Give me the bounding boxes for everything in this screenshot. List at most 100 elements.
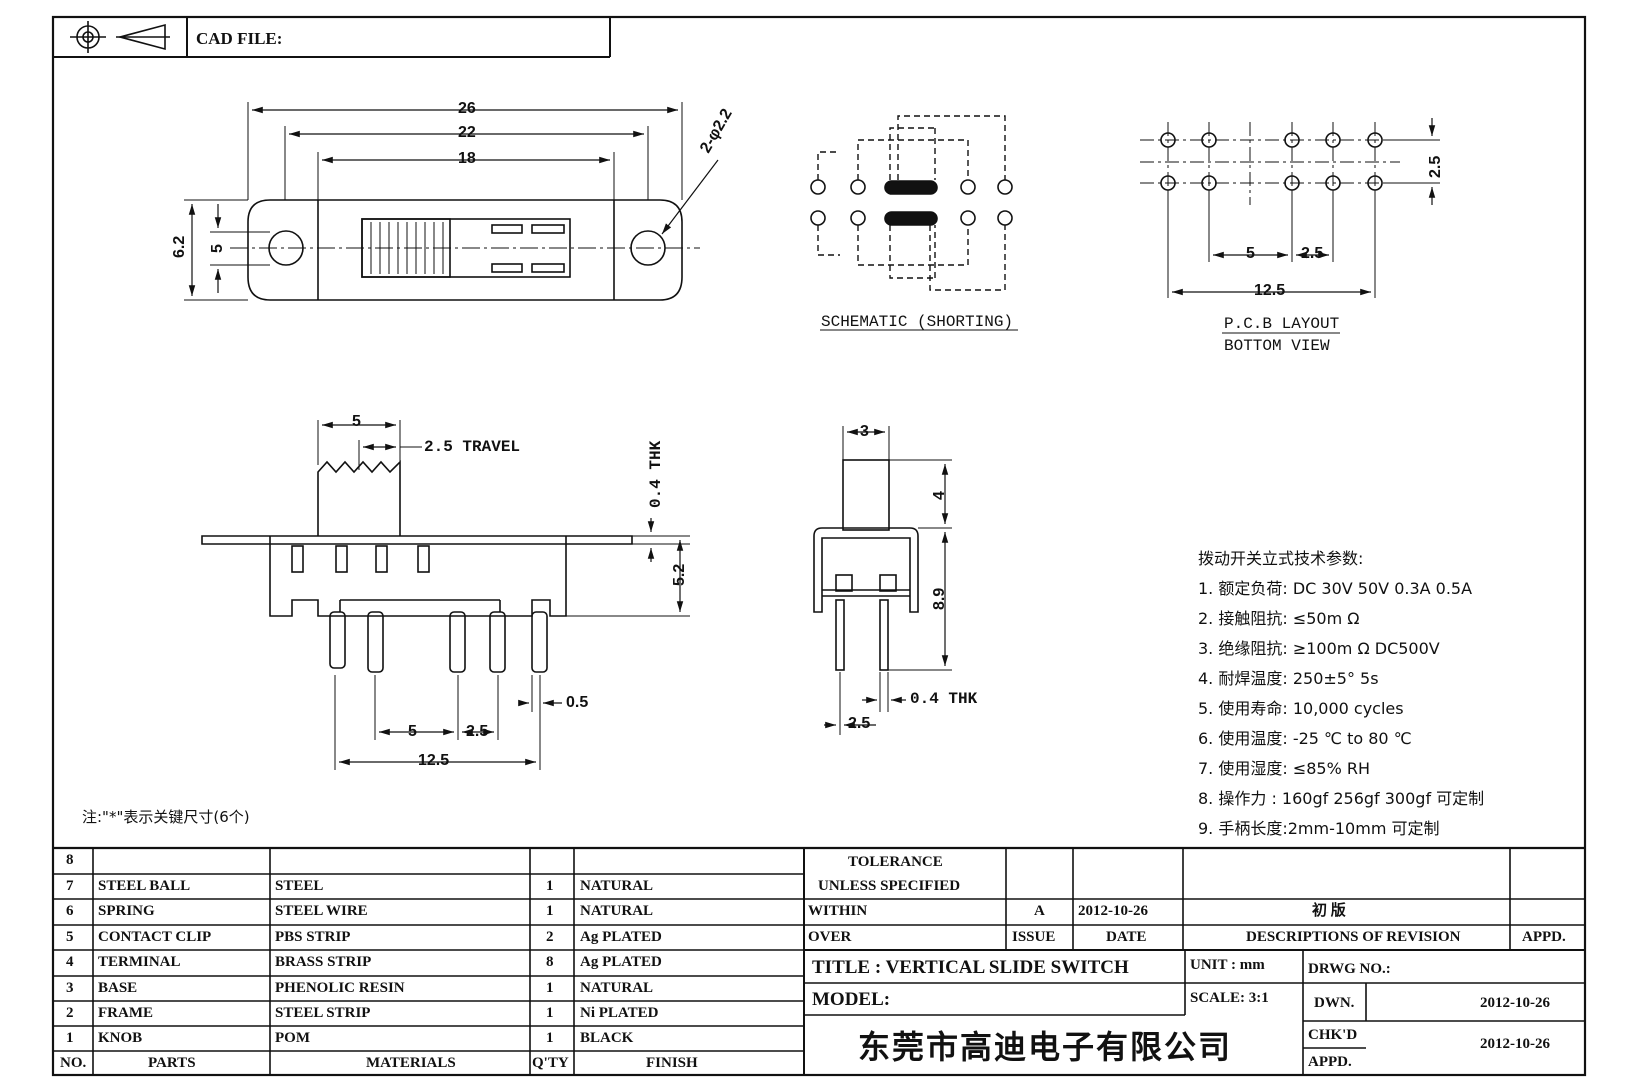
bom-no: 2 bbox=[66, 1005, 74, 1021]
spec-title: 拨动开关立式技术参数: bbox=[1198, 549, 1364, 568]
cad-file-label: CAD FILE: bbox=[196, 29, 283, 48]
travel-label: 2.5 TRAVEL bbox=[424, 438, 521, 456]
spec-item: 7. 使用湿度: ≤85% RH bbox=[1198, 759, 1371, 778]
end-dim-3: 3 bbox=[860, 423, 869, 440]
title-block-grid bbox=[53, 846, 1585, 1075]
side-dim-pin-2-5: 2.5 bbox=[466, 723, 489, 740]
bom-qty: 2 bbox=[546, 929, 554, 945]
end-view bbox=[813, 426, 952, 735]
bom-finish: BLACK bbox=[580, 1030, 634, 1046]
drawing-number-label: DRWG NO.: bbox=[1308, 961, 1391, 977]
bom-material: PBS STRIP bbox=[275, 929, 351, 945]
bom-finish: NATURAL bbox=[580, 980, 654, 996]
bom-finish: Ag PLATED bbox=[580, 929, 662, 945]
bom-qty: 1 bbox=[546, 1030, 554, 1046]
bom-material: PHENOLIC RESIN bbox=[275, 980, 405, 996]
projection-symbol-icon bbox=[70, 21, 170, 53]
dim-22: 22 bbox=[458, 124, 476, 141]
pcb-dim-2-5: 2.5 bbox=[1301, 245, 1324, 262]
side-dim-5: 5 bbox=[352, 413, 361, 430]
spec-item: 9. 手柄长度:2mm-10mm 可定制 bbox=[1198, 819, 1440, 838]
issue-label: ISSUE bbox=[1012, 929, 1056, 945]
end-dim-2-5: 2.5 bbox=[848, 715, 871, 732]
dim-6-2: 6.2 bbox=[171, 235, 188, 258]
end-dim-4: 4 bbox=[931, 491, 948, 500]
drawing-title: TITLE : VERTICAL SLIDE SWITCH bbox=[812, 957, 1129, 978]
pcb-caption-bottom: BOTTOM VIEW bbox=[1224, 337, 1330, 355]
bom-no: 6 bbox=[66, 903, 74, 919]
top-view bbox=[184, 102, 719, 301]
bom-material: POM bbox=[275, 1030, 310, 1046]
bom-qty: 1 bbox=[546, 878, 554, 894]
end-thk-label: 0.4 THK bbox=[910, 690, 978, 708]
bom-material: BRASS STRIP bbox=[275, 954, 372, 970]
dim-18: 18 bbox=[458, 150, 476, 167]
bom-material: STEEL STRIP bbox=[275, 1005, 371, 1021]
bom-no: 4 bbox=[66, 954, 74, 970]
revision-letter: A bbox=[1034, 903, 1045, 919]
pcb-caption-layout: P.C.B LAYOUT bbox=[1224, 315, 1340, 333]
company-name: 东莞市高迪电子有限公司 bbox=[858, 1028, 1233, 1066]
drawn-date: 2012-10-26 bbox=[1480, 995, 1550, 1011]
bom-finish: NATURAL bbox=[580, 903, 654, 919]
bom-material: STEEL bbox=[275, 878, 324, 894]
bom-part: TERMINAL bbox=[98, 954, 181, 970]
revision-description: 初 版 bbox=[1312, 903, 1346, 919]
bom-qty: 8 bbox=[546, 954, 554, 970]
bom-finish: NATURAL bbox=[580, 878, 654, 894]
bom-part: BASE bbox=[98, 980, 138, 996]
bom-finish: Ag PLATED bbox=[580, 954, 662, 970]
dim-26: 26 bbox=[458, 100, 476, 117]
schematic-diagram bbox=[810, 115, 1018, 331]
side-thk-label: 0.4 THK bbox=[647, 440, 665, 508]
spec-item: 3. 绝缘阻抗: ≥100m Ω DC500V bbox=[1198, 639, 1440, 658]
checked-label: CHK'D bbox=[1308, 1027, 1358, 1043]
bom-part: STEEL BALL bbox=[98, 878, 191, 894]
bom-qty: 1 bbox=[546, 903, 554, 919]
bom-qty: 1 bbox=[546, 1005, 554, 1021]
bom-no: 5 bbox=[66, 929, 74, 945]
bom-finish: Ni PLATED bbox=[580, 1005, 659, 1021]
spec-item: 5. 使用寿命: 10,000 cycles bbox=[1198, 699, 1404, 718]
within-label: WITHIN bbox=[808, 903, 868, 919]
side-view bbox=[201, 420, 690, 770]
appd-label: APPD. bbox=[1522, 929, 1566, 945]
model-label: MODEL: bbox=[812, 989, 891, 1010]
bom-qty: 1 bbox=[546, 980, 554, 996]
unit-label: UNIT : mm bbox=[1190, 957, 1265, 973]
descriptions-of-revision-label: DESCRIPTIONS OF REVISION bbox=[1246, 929, 1461, 945]
end-dim-8-9: 8.9 bbox=[931, 587, 948, 610]
over-label: OVER bbox=[808, 929, 852, 945]
approved-label: APPD. bbox=[1308, 1054, 1352, 1070]
pcb-dim-2-5-v: 2.5 bbox=[1427, 155, 1444, 178]
dim-5-top: 5 bbox=[209, 244, 226, 253]
unless-specified-label: UNLESS SPECIFIED bbox=[818, 878, 961, 894]
sheet-border bbox=[51, 15, 1587, 1077]
bom-part: CONTACT CLIP bbox=[98, 929, 212, 945]
side-dim-pin-5: 5 bbox=[408, 723, 417, 740]
schematic-caption: SCHEMATIC (SHORTING) bbox=[821, 313, 1014, 331]
pcb-dim-12-5: 12.5 bbox=[1254, 282, 1286, 299]
side-dim-0-5: 0.5 bbox=[566, 694, 589, 711]
key-dimension-note: 注:"*"表示关键尺寸(6个) bbox=[82, 808, 250, 826]
checked-date: 2012-10-26 bbox=[1480, 1036, 1550, 1052]
bom-no: 7 bbox=[66, 878, 74, 894]
date-label: DATE bbox=[1106, 929, 1147, 945]
drawn-label: DWN. bbox=[1314, 995, 1355, 1011]
bom-no: 8 bbox=[66, 852, 74, 868]
bom-no: 1 bbox=[66, 1030, 74, 1046]
bom-header-finish: FINISH bbox=[646, 1055, 698, 1071]
bom-material: STEEL WIRE bbox=[275, 903, 368, 919]
scale-label: SCALE: 3:1 bbox=[1190, 990, 1269, 1006]
spec-item: 6. 使用温度: -25 ℃ to 80 ℃ bbox=[1198, 729, 1412, 748]
bom-part: FRAME bbox=[98, 1005, 153, 1021]
spec-item: 2. 接触阻抗: ≤50m Ω bbox=[1198, 609, 1360, 628]
bom-part: SPRING bbox=[98, 903, 155, 919]
spec-item: 8. 操作力 : 160gf 256gf 300gf 可定制 bbox=[1198, 789, 1485, 808]
side-dim-5-2: 5.2 bbox=[671, 563, 688, 586]
bom-part: KNOB bbox=[98, 1030, 143, 1046]
bom-header-parts: PARTS bbox=[148, 1055, 196, 1071]
bom-no: 3 bbox=[66, 980, 74, 996]
spec-item: 4. 耐焊温度: 250±5° 5s bbox=[1198, 669, 1379, 688]
